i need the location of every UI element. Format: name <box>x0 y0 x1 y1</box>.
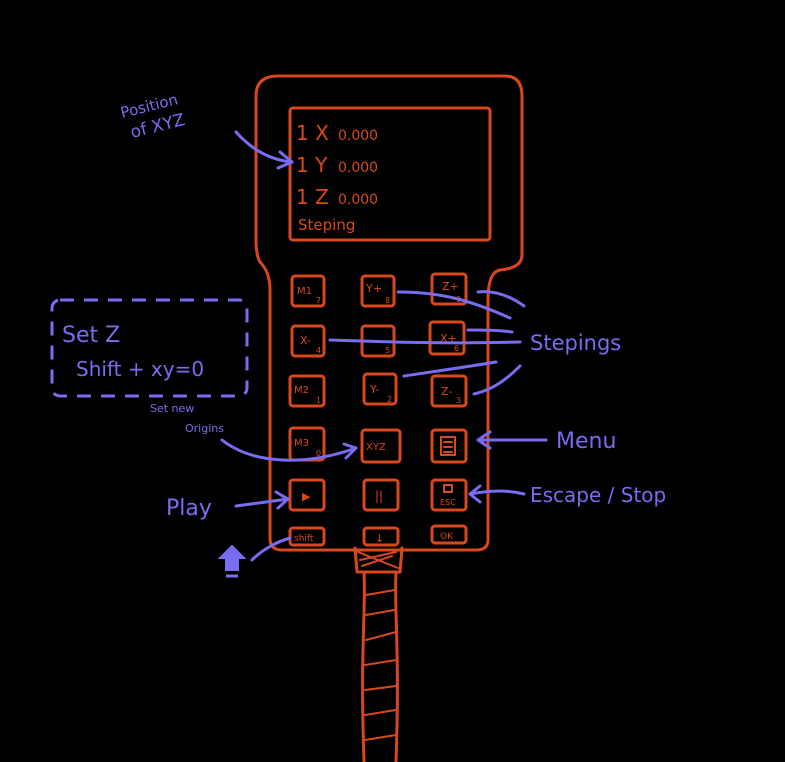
screen-value-y: 0.000 <box>338 160 378 176</box>
arrow-play <box>234 497 290 508</box>
key-z-minus[interactable]: Z- 3 <box>430 374 468 408</box>
pause-icon: || <box>375 489 383 503</box>
screen-axis-y: 1 Y <box>296 153 328 177</box>
svg-text:Origins: Origins <box>185 422 224 435</box>
down-arrow-icon: ↓ <box>375 532 384 545</box>
key-x-plus[interactable]: X+ 6 <box>428 320 466 356</box>
screen-line-z: 1 Z 0.000 <box>296 185 378 209</box>
arrow-shift <box>250 536 292 562</box>
annotation-set-z: Set Z Shift + xy=0 <box>50 298 249 398</box>
screen-value-x: 0.000 <box>338 128 378 144</box>
svg-text:Set new: Set new <box>150 402 194 415</box>
svg-text:M2: M2 <box>294 385 309 396</box>
shift-arrow-icon <box>217 544 247 571</box>
annotation-escape: Escape / Stop <box>468 483 666 507</box>
key-m1[interactable]: M1 7 <box>290 274 326 308</box>
key-ok[interactable]: OK <box>430 524 468 545</box>
pendant-body <box>254 74 524 552</box>
svg-text:Y+: Y+ <box>365 282 382 295</box>
svg-text:shift: shift <box>294 534 314 544</box>
svg-text:8: 8 <box>385 296 390 305</box>
svg-text:4: 4 <box>316 346 321 355</box>
key-m3[interactable]: M3 0 <box>288 426 326 462</box>
play-icon: ▶ <box>302 490 311 503</box>
svg-text:Y-: Y- <box>369 383 379 396</box>
svg-text:OK: OK <box>440 532 454 542</box>
arrowhead-play <box>274 490 290 510</box>
svg-text:3: 3 <box>456 396 461 405</box>
annotation-set-new-origins: Set new Origins <box>150 402 358 462</box>
svg-text:7: 7 <box>316 296 321 305</box>
screen-axis-x: 1 X <box>296 121 329 145</box>
key-x-minus[interactable]: X- 4 <box>290 324 326 358</box>
svg-text:ESC: ESC <box>440 498 456 507</box>
keypad: M1 7 Y+ 8 Z+ 9 X- 4 5 X+ 6 <box>288 272 468 547</box>
svg-text:Menu: Menu <box>556 429 616 454</box>
key-menu[interactable] <box>430 428 468 464</box>
arrow-position <box>234 130 294 164</box>
arrow-step-yplus <box>396 290 512 320</box>
key-xyz-zero[interactable]: XYZ <box>360 428 402 464</box>
svg-text:Escape / Stop: Escape / Stop <box>530 483 666 507</box>
arrow-set-origins <box>220 438 358 462</box>
svg-text:Play: Play <box>166 496 212 521</box>
svg-text:Z-: Z- <box>441 385 452 398</box>
svg-text:5: 5 <box>385 346 390 355</box>
svg-text:M1: M1 <box>297 286 312 297</box>
svg-text:M3: M3 <box>294 438 309 449</box>
arrow-step-xminus <box>328 338 522 345</box>
arrowhead-menu <box>476 430 492 450</box>
svg-text:6: 6 <box>454 344 459 353</box>
screen-status: Steping <box>298 216 355 234</box>
arrow-step-xplus <box>466 328 514 334</box>
cable <box>353 546 404 762</box>
arrow-step-zminus <box>472 364 522 396</box>
screen-line-y: 1 Y 0.000 <box>296 153 378 177</box>
key-pause[interactable]: || <box>362 478 400 512</box>
svg-text:Set Z: Set Z <box>62 323 120 348</box>
svg-text:Shift + xy=0: Shift + xy=0 <box>76 357 204 381</box>
key-y-plus[interactable]: Y+ 8 <box>360 274 396 308</box>
svg-text:Z+: Z+ <box>442 280 459 293</box>
screen-axis-z: 1 Z <box>296 185 329 209</box>
annotation-menu: Menu <box>476 429 616 454</box>
screen-value-z: 0.000 <box>338 192 378 208</box>
svg-text:1: 1 <box>316 396 321 405</box>
lcd-screen: 1 X 0.000 1 Y 0.000 1 Z 0.000 Steping <box>288 106 492 242</box>
arrowhead-set-origins <box>342 442 358 460</box>
svg-text:Stepings: Stepings <box>530 331 621 355</box>
arrowhead-escape <box>468 484 482 504</box>
arrow-step-zplus <box>476 290 526 308</box>
annotation-position: Position of XYZ <box>119 90 294 170</box>
arrowhead-position <box>276 150 294 170</box>
arrow-step-yminus <box>402 360 498 378</box>
arrow-escape <box>468 489 526 496</box>
menu-icon <box>440 436 456 456</box>
key-escape[interactable]: ESC <box>430 478 468 512</box>
svg-text:X-: X- <box>300 334 311 347</box>
annotation-shift <box>217 536 292 578</box>
key-m2[interactable]: M2 1 <box>288 374 326 408</box>
key-y-minus[interactable]: Y- 2 <box>362 372 398 406</box>
screen-line-x: 1 X 0.000 <box>296 121 378 145</box>
stop-icon <box>443 484 453 493</box>
svg-text:XYZ: XYZ <box>366 442 386 453</box>
key-down[interactable]: ↓ <box>362 526 400 547</box>
svg-text:2: 2 <box>387 395 392 404</box>
svg-text:0: 0 <box>316 449 321 458</box>
key-play[interactable]: ▶ <box>288 478 326 512</box>
set-z-dashed-box <box>50 298 249 398</box>
annotation-stepings: Stepings <box>328 290 621 396</box>
annotation-play: Play <box>166 490 290 521</box>
key-shift[interactable]: shift <box>288 526 326 547</box>
